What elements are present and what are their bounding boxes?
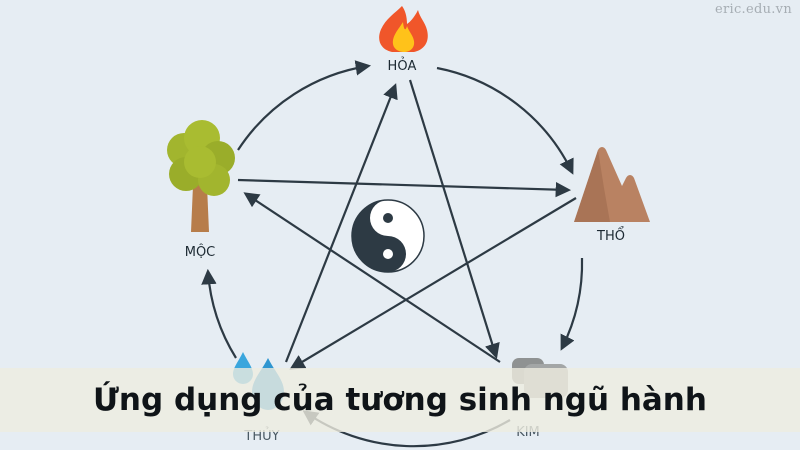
arrow-water-to-fire <box>284 83 398 363</box>
arrow-water-to-wood <box>201 268 237 359</box>
arrow-metal-to-wood <box>243 192 501 363</box>
controlling-cycle-arrows <box>237 79 577 370</box>
arrow-wood-to-earth <box>237 178 572 198</box>
arrow-fire-to-earth <box>436 66 574 175</box>
caption-title: Ứng dụng của tương sinh ngũ hành <box>93 382 707 418</box>
label-earth: THỔ <box>596 227 625 244</box>
mountain-icon <box>574 147 650 222</box>
arrow-earth-to-metal <box>560 257 584 351</box>
fire-icon <box>379 6 428 52</box>
label-fire: HỎA <box>388 57 417 74</box>
yin-yang-icon <box>351 199 425 273</box>
caption-banner <box>0 368 800 432</box>
label-wood: MỘC <box>185 244 216 260</box>
arrow-fire-to-metal <box>408 79 500 359</box>
arrow-wood-to-fire <box>237 60 372 151</box>
tree-icon <box>167 120 235 232</box>
arrow-earth-to-water <box>289 197 577 370</box>
watermark-text: eric.edu.vn <box>714 2 792 17</box>
